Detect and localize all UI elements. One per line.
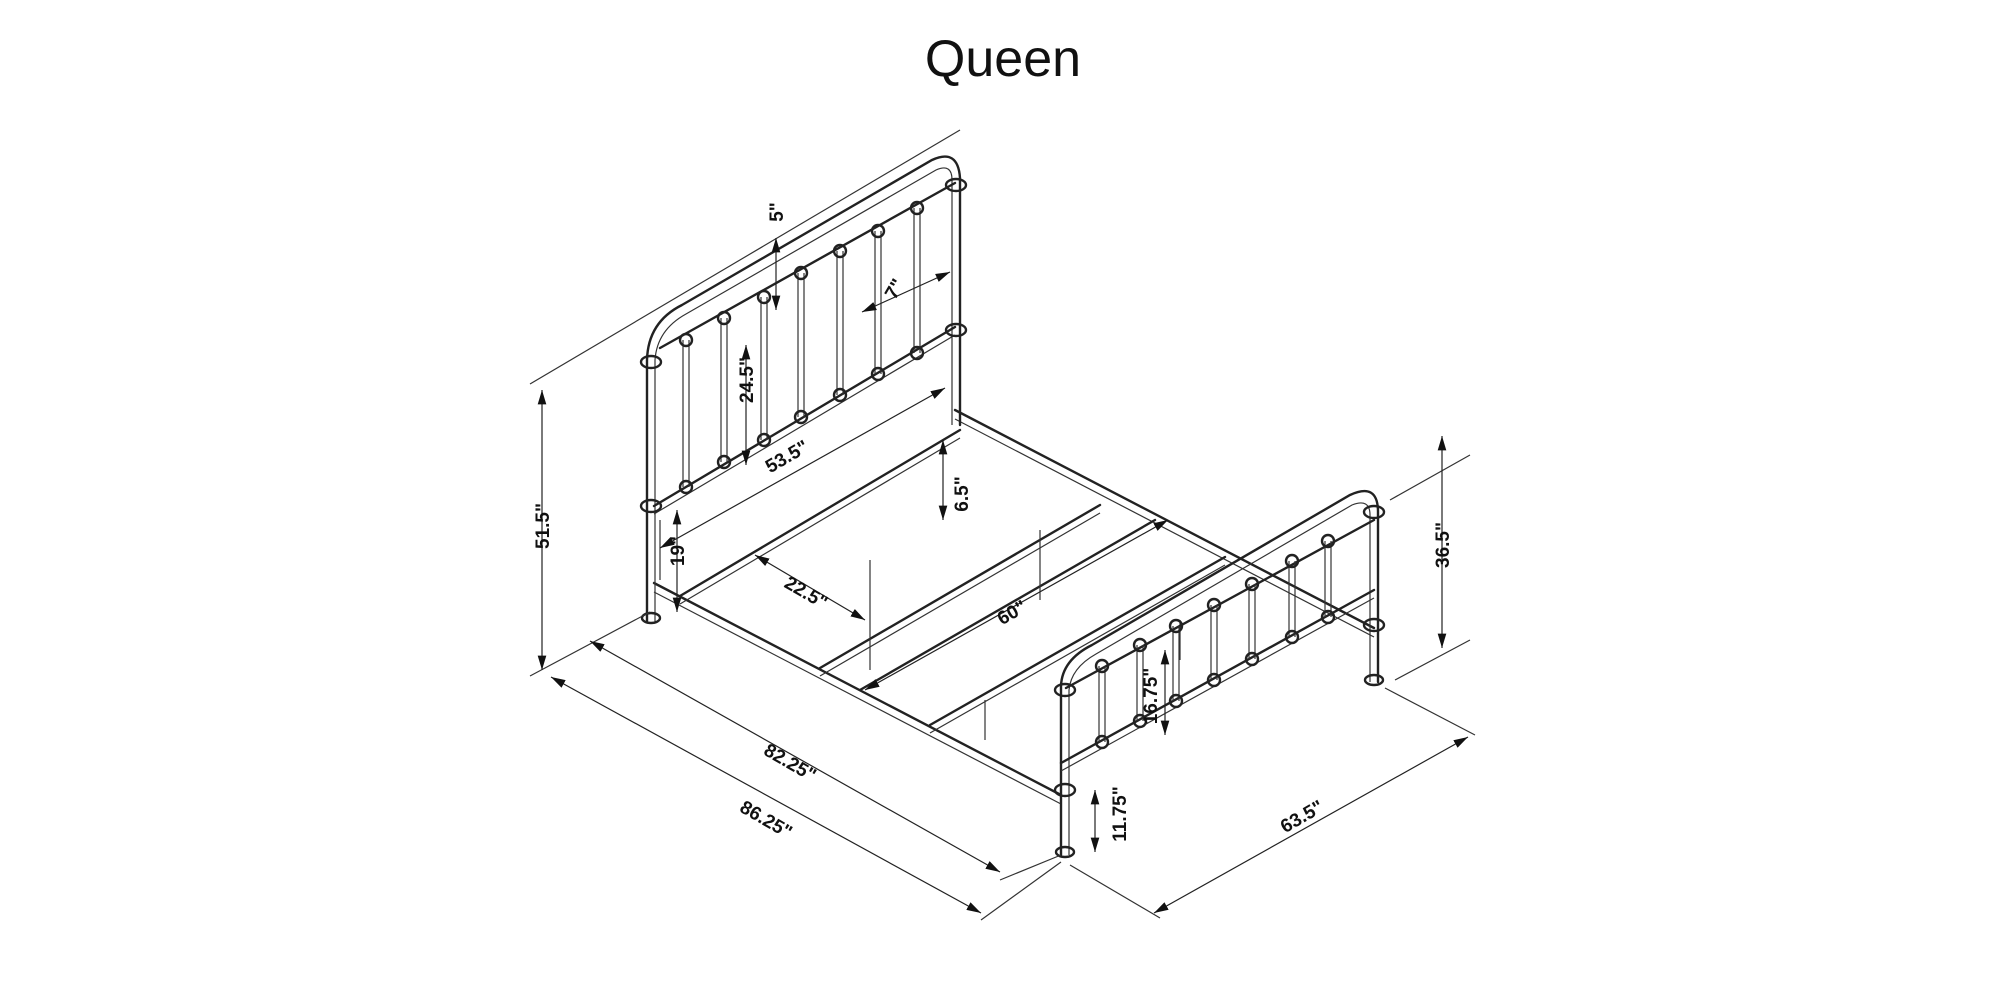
dim-headboard-height: 51.5" bbox=[533, 503, 554, 549]
dim-inner-width: 60" bbox=[994, 597, 1031, 630]
spindle-cap bbox=[870, 223, 886, 239]
dim-footboard-clearance: 11.75" bbox=[1110, 786, 1131, 842]
spindle-cap bbox=[909, 345, 925, 361]
spindle-cap bbox=[1244, 576, 1260, 592]
spindle-cap bbox=[1168, 693, 1184, 709]
spindle-cap bbox=[793, 265, 809, 281]
dim-footboard-spindle-height: 16.75" bbox=[1141, 668, 1162, 725]
dim-overall-length: 86.25" bbox=[736, 797, 795, 843]
spindle-cap bbox=[756, 289, 772, 305]
dimension-lines bbox=[529, 129, 1476, 921]
spindle-cap bbox=[1094, 734, 1110, 750]
dim-spindle-spacing: 7" bbox=[881, 276, 909, 303]
spindle-cap bbox=[832, 243, 848, 259]
spindle-cap bbox=[1168, 618, 1184, 634]
spindle-cap bbox=[1284, 629, 1300, 645]
spindle-cap bbox=[1206, 672, 1222, 688]
page-title: Queen bbox=[925, 30, 1081, 88]
dim-spindle-top-gap: 5" bbox=[767, 202, 788, 222]
dim-rail-drop: 6.5" bbox=[952, 476, 973, 511]
spindle-cap bbox=[1320, 609, 1336, 625]
spindle-cap bbox=[1244, 651, 1260, 667]
dim-overall-width: 63.5" bbox=[1277, 797, 1327, 838]
footboard bbox=[1053, 489, 1386, 859]
spindle-cap bbox=[1284, 553, 1300, 569]
headboard bbox=[639, 155, 968, 625]
spindle-cap bbox=[716, 310, 732, 326]
dimension-labels: 5" 7" 24.5" 53.5" 6.5" 51.5" 19" 22.5" 6… bbox=[533, 202, 1454, 843]
dim-spindle-height: 24.5" bbox=[737, 357, 758, 403]
dim-inner-length: 82.25" bbox=[760, 740, 819, 786]
spindle-cap bbox=[1320, 533, 1336, 549]
dim-slat-spacing: 22.5" bbox=[781, 573, 831, 614]
spindle-cap bbox=[1206, 597, 1222, 613]
dim-headboard-clearance: 19" bbox=[668, 536, 689, 566]
spindle-cap bbox=[1132, 713, 1148, 729]
spindle-cap bbox=[909, 200, 925, 216]
spindle-cap bbox=[678, 332, 694, 348]
dim-footboard-height: 36.5" bbox=[1433, 522, 1454, 568]
spindle-cap bbox=[870, 366, 886, 382]
